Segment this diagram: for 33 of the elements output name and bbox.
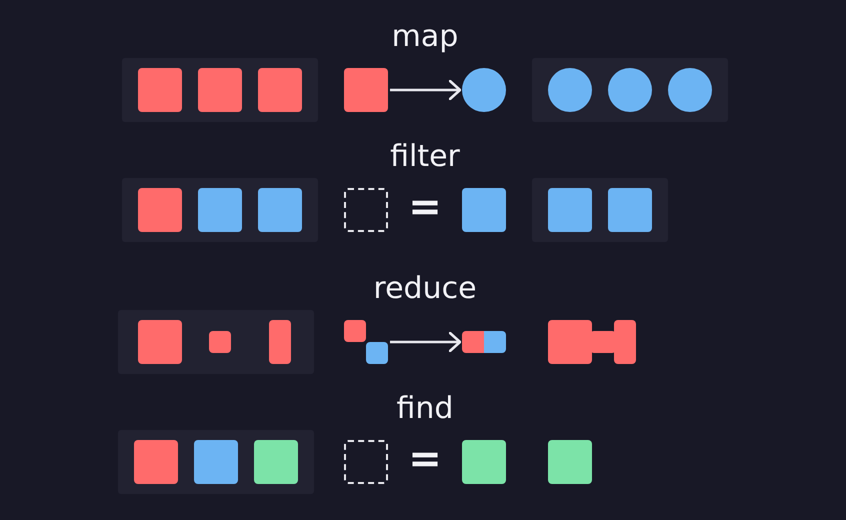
operation-title: filter: [390, 140, 460, 174]
operation-title: map: [392, 20, 458, 54]
equals-sign: =: [408, 442, 442, 476]
square-tile: [134, 440, 178, 484]
tile-pair-drawing: [344, 320, 388, 364]
square-tile: [138, 188, 182, 232]
square-tile: [548, 188, 592, 232]
square-tile: [198, 188, 242, 232]
arrow: [390, 332, 462, 352]
square-tile: [462, 188, 506, 232]
square-tile: [198, 68, 242, 112]
square-tile: [209, 331, 231, 353]
bar-tile: [614, 320, 636, 364]
square-tile: [254, 440, 298, 484]
circle-tile: [462, 68, 506, 112]
square-tile: [548, 440, 592, 484]
operation-title: find: [396, 392, 454, 426]
empty-slot: [344, 440, 388, 484]
square-tile: [258, 68, 302, 112]
square-tile: [258, 188, 302, 232]
square-tile: [344, 68, 388, 112]
square-tile: [194, 440, 238, 484]
joined-tile: [462, 331, 506, 353]
square-tile: [138, 68, 182, 112]
square-tile: [138, 320, 182, 364]
square-tile: [608, 188, 652, 232]
empty-slot: [344, 188, 388, 232]
equals-sign: =: [408, 190, 442, 224]
square-tile: [548, 320, 592, 364]
bar-tile: [269, 320, 291, 364]
arrow: [390, 80, 462, 100]
square-tile: [462, 440, 506, 484]
operation-title: reduce: [373, 272, 477, 306]
